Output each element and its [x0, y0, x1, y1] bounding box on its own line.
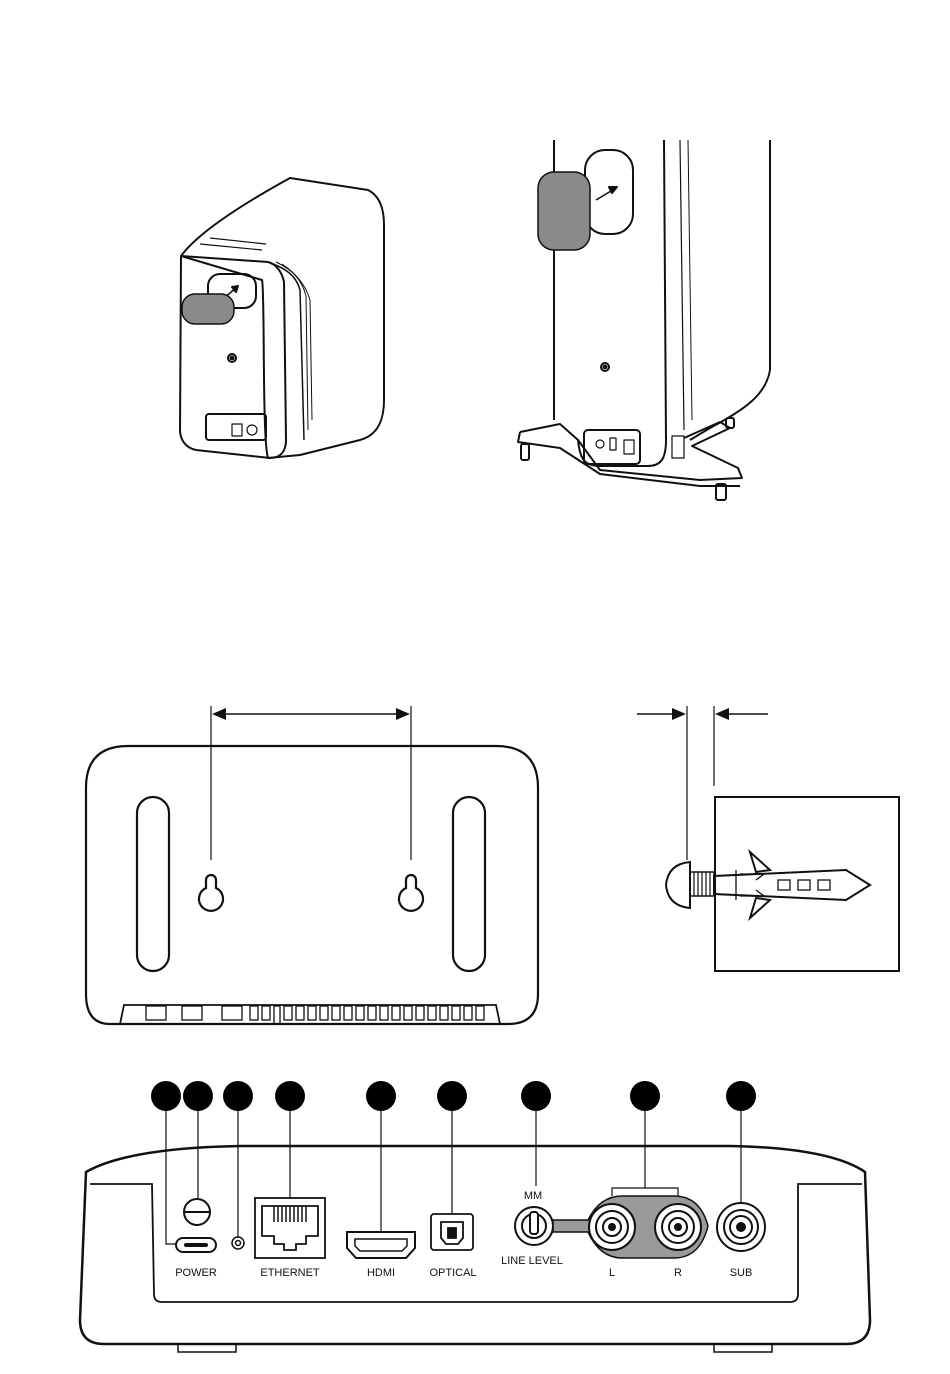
callout-dot-power-switch	[183, 1081, 213, 1111]
power-switch[interactable]	[184, 1199, 210, 1225]
status-led	[232, 1237, 244, 1249]
callout-dot-lr-rca	[630, 1081, 660, 1111]
label-ethernet: ETHERNET	[260, 1267, 320, 1279]
screw-thread-lines	[694, 872, 710, 896]
port-plug-bung	[182, 294, 234, 324]
label-right: R	[674, 1267, 682, 1279]
callout-dot-hdmi	[366, 1081, 396, 1111]
label-line-level: LINE LEVEL	[501, 1255, 563, 1267]
gap-arrow-right	[715, 708, 729, 720]
callout-dot-power-usb	[151, 1081, 181, 1111]
callout-dot-led	[223, 1081, 253, 1111]
callout-dot-ethernet	[275, 1081, 305, 1111]
callout-dot-sub	[726, 1081, 756, 1111]
gap-arrow-left	[672, 708, 686, 720]
label-sub: SUB	[730, 1267, 753, 1279]
port-plug-bung	[538, 172, 590, 250]
label-mm: MM	[524, 1190, 542, 1202]
optical-port[interactable]	[431, 1214, 473, 1250]
wall-mount-vent-slots	[146, 1006, 484, 1024]
callout-markers	[151, 1081, 756, 1111]
wall-mount-back-view	[86, 706, 538, 1024]
hdmi-port[interactable]	[347, 1232, 415, 1258]
label-hdmi: HDMI	[367, 1267, 395, 1279]
dimension-arrow-left	[212, 708, 226, 720]
usb-c-tongue	[184, 1243, 208, 1247]
label-left: L	[609, 1267, 615, 1279]
ethernet-pins	[274, 1206, 306, 1222]
screw-wall-plug-detail	[637, 706, 899, 971]
callout-dot-mm-line-switch	[521, 1081, 551, 1111]
callout-dot-optical	[437, 1081, 467, 1111]
rca-right-input[interactable]	[655, 1204, 701, 1250]
rca-sub-output[interactable]	[717, 1203, 765, 1251]
label-power: POWER	[175, 1267, 217, 1279]
dimension-arrow-right	[396, 708, 410, 720]
mm-line-level-switch[interactable]	[515, 1207, 553, 1245]
label-optical: OPTICAL	[429, 1267, 476, 1279]
rca-left-input[interactable]	[589, 1204, 635, 1250]
